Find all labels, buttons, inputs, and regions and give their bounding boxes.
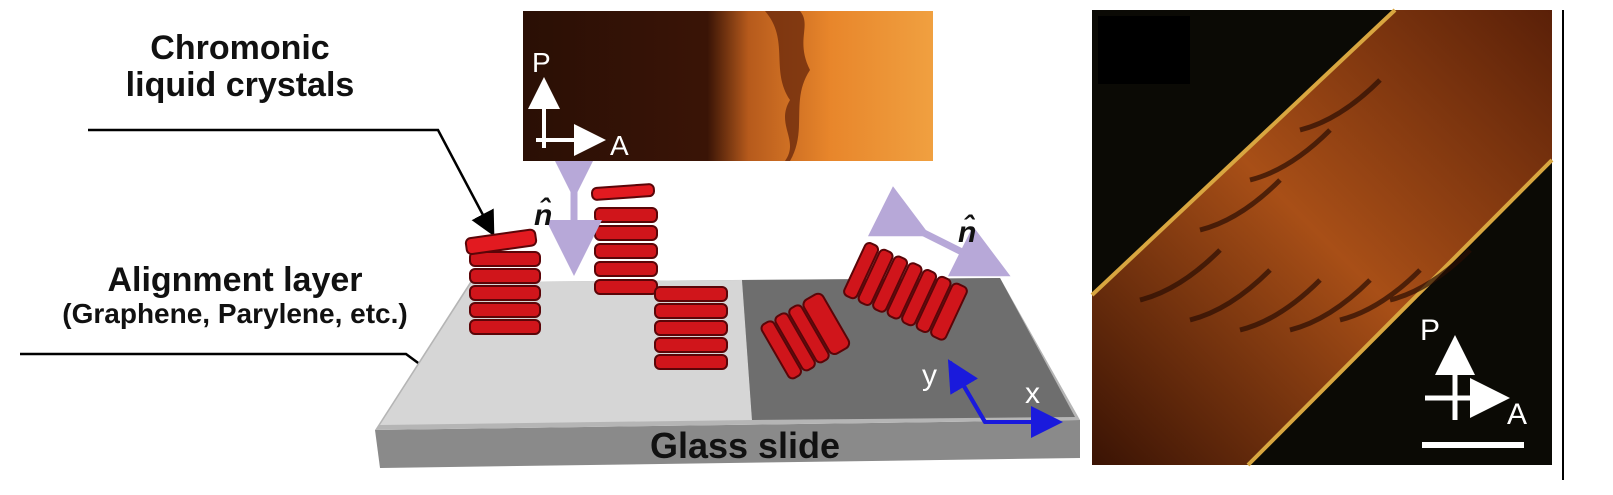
director-arrow-diagonal	[867, 186, 1011, 277]
disc-stack-4	[760, 292, 851, 380]
disc-stack-3	[654, 286, 728, 370]
axis-y-label: y	[922, 359, 937, 392]
axis-x-label: x	[1025, 377, 1040, 410]
disc-stack-1	[464, 228, 541, 335]
leader-line-chromonic	[88, 128, 495, 237]
polarizer-cross-top	[528, 77, 606, 156]
chromonic-lc-label: Chromonic liquid crystals	[125, 29, 355, 105]
alignment-layer-label: Alignment layer (Graphene, Parylene, etc…	[0, 261, 470, 330]
leader-line-alignment	[20, 352, 457, 391]
director-label-left: n̂	[534, 198, 552, 232]
disc-stack-2	[590, 183, 658, 295]
analyzer-label-right: A	[1507, 398, 1527, 431]
alignment-layer-subtitle: (Graphene, Parylene, etc.)	[62, 298, 408, 330]
micrograph-right: P A	[1090, 8, 1554, 467]
director-label-right: n̂	[958, 215, 976, 249]
analyzer-label-top: A	[610, 130, 629, 161]
xy-axes	[947, 359, 1063, 438]
alignment-layer-title: Alignment layer	[107, 261, 363, 299]
micrograph-top: P A	[523, 11, 933, 161]
polarizer-cross-right	[1425, 335, 1510, 420]
polarizer-label-right: P	[1420, 314, 1440, 347]
scale-bar	[1422, 442, 1524, 448]
glass-slide-label: Glass slide	[650, 425, 840, 466]
polarizer-label-top: P	[532, 47, 551, 78]
